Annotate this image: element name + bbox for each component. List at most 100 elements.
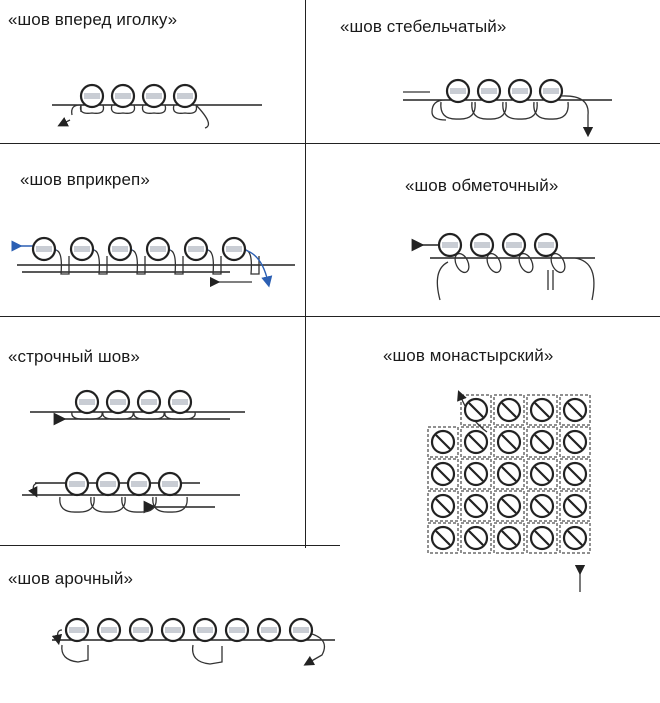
- bead: [167, 389, 193, 415]
- bead: [288, 617, 314, 643]
- bead-hole: [69, 481, 85, 487]
- bead: [74, 389, 100, 415]
- thread-arrow: [57, 117, 71, 127]
- title-tacking-stitch: «шов вприкреп»: [20, 170, 150, 189]
- thread-tail: [71, 104, 81, 116]
- arched-stitch-illustration: [51, 617, 335, 666]
- bead: [31, 236, 57, 262]
- title-backstitch: «строчный шов»: [8, 347, 140, 366]
- bead: [126, 471, 152, 497]
- bead-diagonal: [501, 402, 517, 418]
- thread-tack: [54, 249, 70, 275]
- thread-loop: [152, 496, 188, 513]
- bead: [496, 525, 522, 551]
- bead: [430, 493, 456, 519]
- bead-hole: [450, 88, 466, 94]
- thread-loop: [164, 411, 196, 420]
- cell-frame: [559, 394, 591, 426]
- bead-diagonal: [435, 530, 451, 546]
- bead-hole: [188, 246, 204, 252]
- bead: [529, 397, 555, 423]
- thread-loop: [141, 104, 167, 114]
- bead: [110, 83, 136, 109]
- bead-hole: [84, 93, 100, 99]
- bead-diagonal: [534, 466, 550, 482]
- thread-loop: [79, 104, 105, 114]
- bead: [469, 232, 495, 258]
- bead-hole: [481, 88, 497, 94]
- bead: [501, 232, 527, 258]
- bead: [157, 471, 183, 497]
- bead: [476, 78, 502, 104]
- bead: [562, 493, 588, 519]
- bead-diagonal: [435, 498, 451, 514]
- bead-diagonal: [534, 498, 550, 514]
- thread-loop: [110, 104, 136, 114]
- bead-hole: [512, 88, 528, 94]
- bead: [496, 397, 522, 423]
- bead: [496, 429, 522, 455]
- bead: [224, 617, 250, 643]
- cell-frame: [493, 522, 525, 554]
- bead-hole: [141, 399, 157, 405]
- bead-hole: [261, 627, 277, 633]
- overcast-stitch-illustration: [411, 232, 595, 301]
- bead-hole: [79, 399, 95, 405]
- bead-diagonal: [534, 402, 550, 418]
- thread-tack: [206, 249, 222, 275]
- bead-hole: [197, 627, 213, 633]
- bead: [79, 83, 105, 109]
- thread-needle: [547, 270, 554, 290]
- bead-diagonal: [567, 466, 583, 482]
- bead-diagonal: [468, 530, 484, 546]
- bead-hole: [165, 627, 181, 633]
- cell-frame: [460, 490, 492, 522]
- bead-diagonal: [567, 498, 583, 514]
- divider-horizontal-3: [0, 545, 340, 546]
- bead-hole: [131, 481, 147, 487]
- bead: [183, 236, 209, 262]
- bead-hole: [36, 246, 52, 252]
- bead-hole: [110, 399, 126, 405]
- cell-frame: [493, 458, 525, 490]
- cell-frame: [526, 394, 558, 426]
- bead: [128, 617, 154, 643]
- bead: [160, 617, 186, 643]
- monastic-stitch-illustration: [427, 390, 591, 592]
- thread-start: [28, 482, 41, 498]
- bead: [463, 461, 489, 487]
- bead-hole: [146, 93, 162, 99]
- bead-hole: [172, 399, 188, 405]
- cell-frame: [460, 394, 492, 426]
- bead: [529, 493, 555, 519]
- divider-vertical-top: [305, 0, 306, 548]
- bead-hole: [133, 627, 149, 633]
- cell-frame: [493, 394, 525, 426]
- cell-frame: [559, 458, 591, 490]
- cell-frame: [526, 458, 558, 490]
- cell-frame: [427, 490, 459, 522]
- bead: [445, 78, 471, 104]
- thread-end: [561, 95, 594, 138]
- bead: [533, 232, 559, 258]
- bead-diagonal: [567, 530, 583, 546]
- thread-loop: [133, 411, 165, 420]
- cell-frame: [559, 490, 591, 522]
- bead: [64, 471, 90, 497]
- bead-diagonal: [468, 466, 484, 482]
- thread-end: [574, 257, 595, 301]
- bead-hole: [74, 246, 90, 252]
- cell-frame: [526, 490, 558, 522]
- bead: [136, 389, 162, 415]
- cell-frame: [559, 426, 591, 458]
- title-running-stitch: «шов вперед иголку»: [8, 10, 178, 29]
- thread-loop: [61, 644, 89, 663]
- bead: [107, 236, 133, 262]
- thread-tack: [130, 249, 146, 275]
- stem-stitch-illustration: [403, 78, 612, 138]
- bead: [69, 236, 95, 262]
- thread-tack: [92, 249, 108, 275]
- thread-start: [436, 261, 449, 301]
- title-stem-stitch: «шов стебельчатый»: [340, 17, 507, 36]
- title-monastic-stitch: «шов монастырский»: [383, 346, 554, 365]
